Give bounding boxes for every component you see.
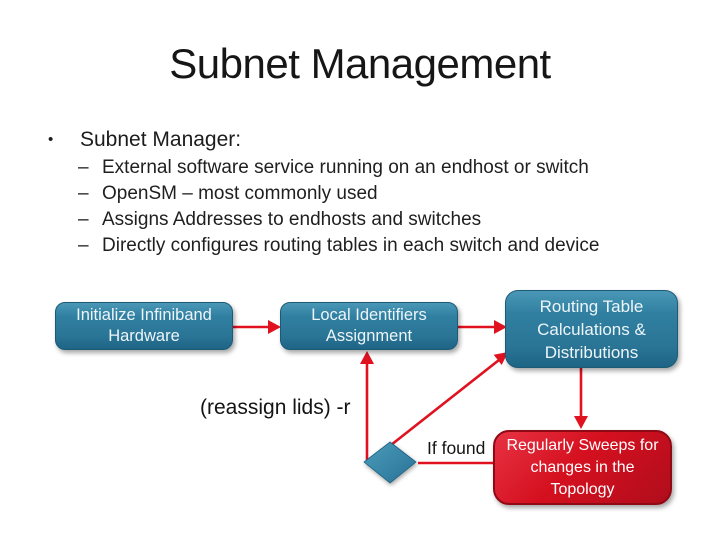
decision-diamond — [363, 441, 417, 484]
label-reassign-lids: (reassign lids) -r — [200, 396, 351, 419]
bullet-item-text: External software service running on an … — [102, 157, 589, 178]
bullet-item: – External software service running on a… — [78, 155, 678, 181]
bullet-item: – Assigns Addresses to endhosts and swit… — [78, 207, 678, 233]
node-local-identifiers: Local Identifiers Assignment — [280, 302, 458, 350]
arrowhead-into-sweep-top — [574, 416, 588, 429]
arrowhead-into-routing-lower-left — [493, 352, 508, 365]
bullet-item-text: OpenSM – most commonly used — [102, 183, 378, 204]
slide-title: Subnet Management — [169, 40, 551, 87]
arrowhead-into-routing-left — [494, 320, 507, 334]
bullet-item-text: Directly configures routing tables in ea… — [102, 235, 600, 256]
bullet-marker: • — [48, 131, 54, 148]
bullet-list: – External software service running on a… — [78, 155, 678, 259]
dash-marker: – — [78, 183, 89, 204]
node-regular-sweep: Regularly Sweeps for changes in the Topo… — [493, 430, 672, 505]
bullet-heading: Subnet Manager: — [80, 128, 242, 151]
dash-marker: – — [78, 209, 89, 230]
label-if-found: If found — [427, 438, 486, 458]
bullet-item: – OpenSM – most commonly used — [78, 181, 678, 207]
dash-marker: – — [78, 235, 89, 256]
bullet-item-text: Assigns Addresses to endhosts and switch… — [102, 209, 482, 230]
arrow-diamond-to-routing-line — [390, 358, 500, 447]
dash-marker: – — [78, 157, 89, 178]
bullet-item: – Directly configures routing tables in … — [78, 233, 678, 259]
node-routing-table: Routing Table Calculations & Distributio… — [505, 290, 678, 368]
node-initialize-hardware: Initialize Infiniband Hardware — [55, 302, 233, 350]
arrowhead-into-lid-bottom — [360, 351, 374, 364]
arrowhead-into-lid-left — [268, 320, 281, 334]
